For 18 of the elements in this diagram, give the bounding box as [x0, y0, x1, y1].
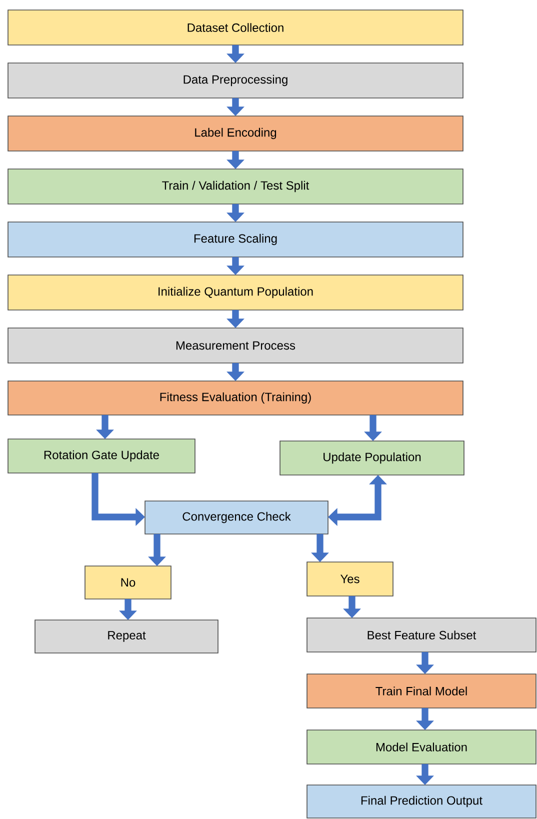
process-box: Initialize Quantum Population: [8, 274, 464, 310]
process-box: No: [84, 566, 172, 600]
process-box: Rotation Gate Update: [8, 438, 196, 474]
process-box: Train / Validation / Test Split: [8, 168, 464, 204]
process-box: Yes: [306, 562, 394, 596]
process-box: Fitness Evaluation (Training): [8, 380, 464, 416]
process-box: Dataset Collection: [8, 10, 464, 46]
process-box: Data Preprocessing: [8, 62, 464, 98]
process-box: Measurement Process: [8, 328, 464, 364]
process-box: Update Population: [280, 440, 464, 476]
process-box: Model Evaluation: [306, 730, 536, 764]
process-box: Convergence Check: [144, 500, 328, 534]
process-box: Train Final Model: [306, 674, 536, 708]
process-box: Final Prediction Output: [306, 784, 536, 818]
process-box: Label Encoding: [8, 116, 464, 152]
process-box: Repeat: [34, 620, 218, 654]
process-box: Best Feature Subset: [306, 618, 536, 652]
process-box: Feature Scaling: [8, 222, 464, 258]
